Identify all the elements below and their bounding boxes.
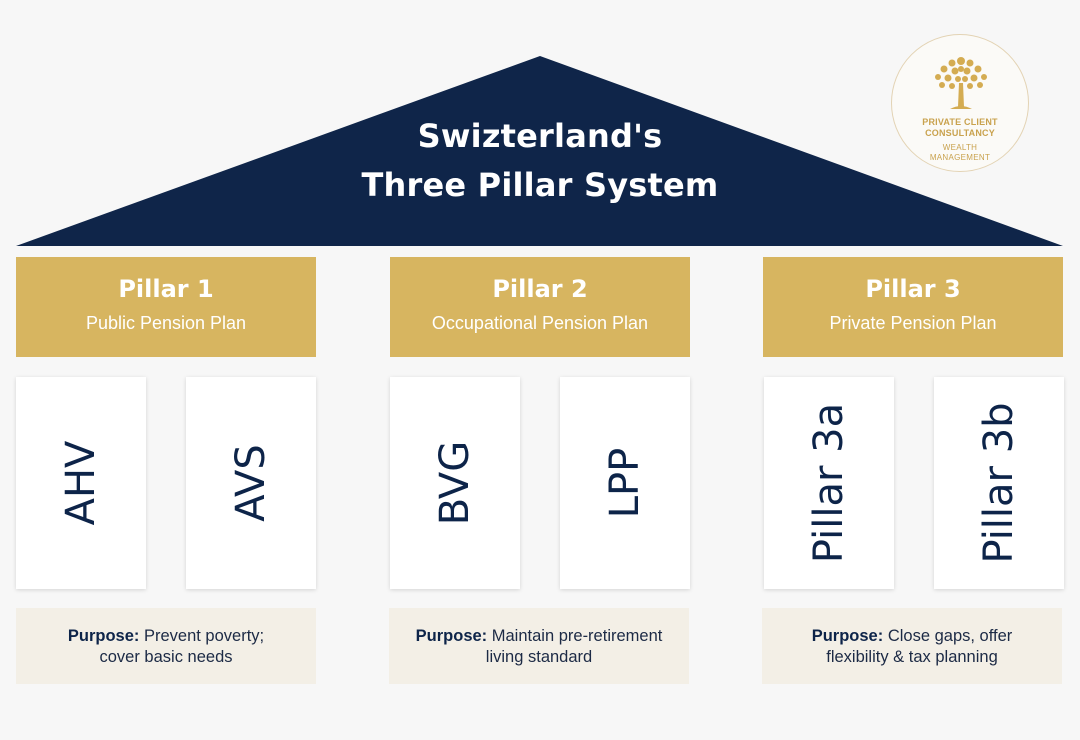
card-label: Pillar 3b [976,402,1022,564]
pillar-1-description: Public Pension Plan [85,313,247,333]
logo-subtext-line1: WEALTH [942,143,978,152]
pillar-2-header: Pillar 2 Occupational Pension Plan [390,257,690,357]
purpose-text-line1: Close gaps, offer [887,627,1013,645]
company-logo: PRIVATE CLIENT CONSULTANCY WEALTH MANAGE… [891,34,1029,172]
purpose-text-line2: flexibility & tax planning [826,648,998,666]
tree-icon [935,57,987,109]
logo-text-line1: PRIVATE CLIENT [922,117,998,127]
pillar-1-purpose: Purpose: Prevent poverty; cover basic ne… [16,608,316,684]
purpose-text-line2: living standard [485,648,593,666]
pillar-2-purpose: Purpose: Maintain pre-retirement living … [389,608,689,684]
logo-subtext-line2: MANAGEMENT [929,153,991,162]
pillar-2-description: Occupational Pension Plan [431,313,649,333]
pillar-3-purpose: Purpose: Close gaps, offer flexibility &… [762,608,1062,684]
pillar-2-card-bvg: BVG [390,377,520,589]
diagram-title-line2: Three Pillar System [361,166,719,204]
card-label: AHV [58,440,104,526]
pillar-3-description: Private Pension Plan [829,313,997,333]
purpose-text-line2: cover basic needs [99,648,233,666]
purpose-label: Purpose: [811,627,884,645]
card-label: Pillar 3a [806,402,852,564]
pillar-3-card-3a: Pillar 3a [764,377,894,589]
pillar-2-name: Pillar 2 [492,275,588,303]
pillar-2-card-lpp: LPP [560,377,690,589]
pillar-3-header: Pillar 3 Private Pension Plan [763,257,1063,357]
diagram-title-line1: Swizterland's [417,117,663,155]
purpose-label: Purpose: [415,627,488,645]
roof-triangle [16,56,1063,246]
pillar-1-name: Pillar 1 [118,275,214,303]
card-label: LPP [602,447,648,519]
card-label: BVG [432,440,478,526]
pillar-3-name: Pillar 3 [865,275,961,303]
logo-text-line2: CONSULTANCY [925,128,995,138]
card-label: AVS [228,444,274,522]
purpose-text-line1: Maintain pre-retirement [491,627,663,645]
purpose-text-line1: Prevent poverty; [143,627,265,645]
pillar-1-card-avs: AVS [186,377,316,589]
pillar-3-card-3b: Pillar 3b [934,377,1064,589]
pillar-1-card-ahv: AHV [16,377,146,589]
purpose-label: Purpose: [67,627,140,645]
pillar-1-header: Pillar 1 Public Pension Plan [16,257,316,357]
